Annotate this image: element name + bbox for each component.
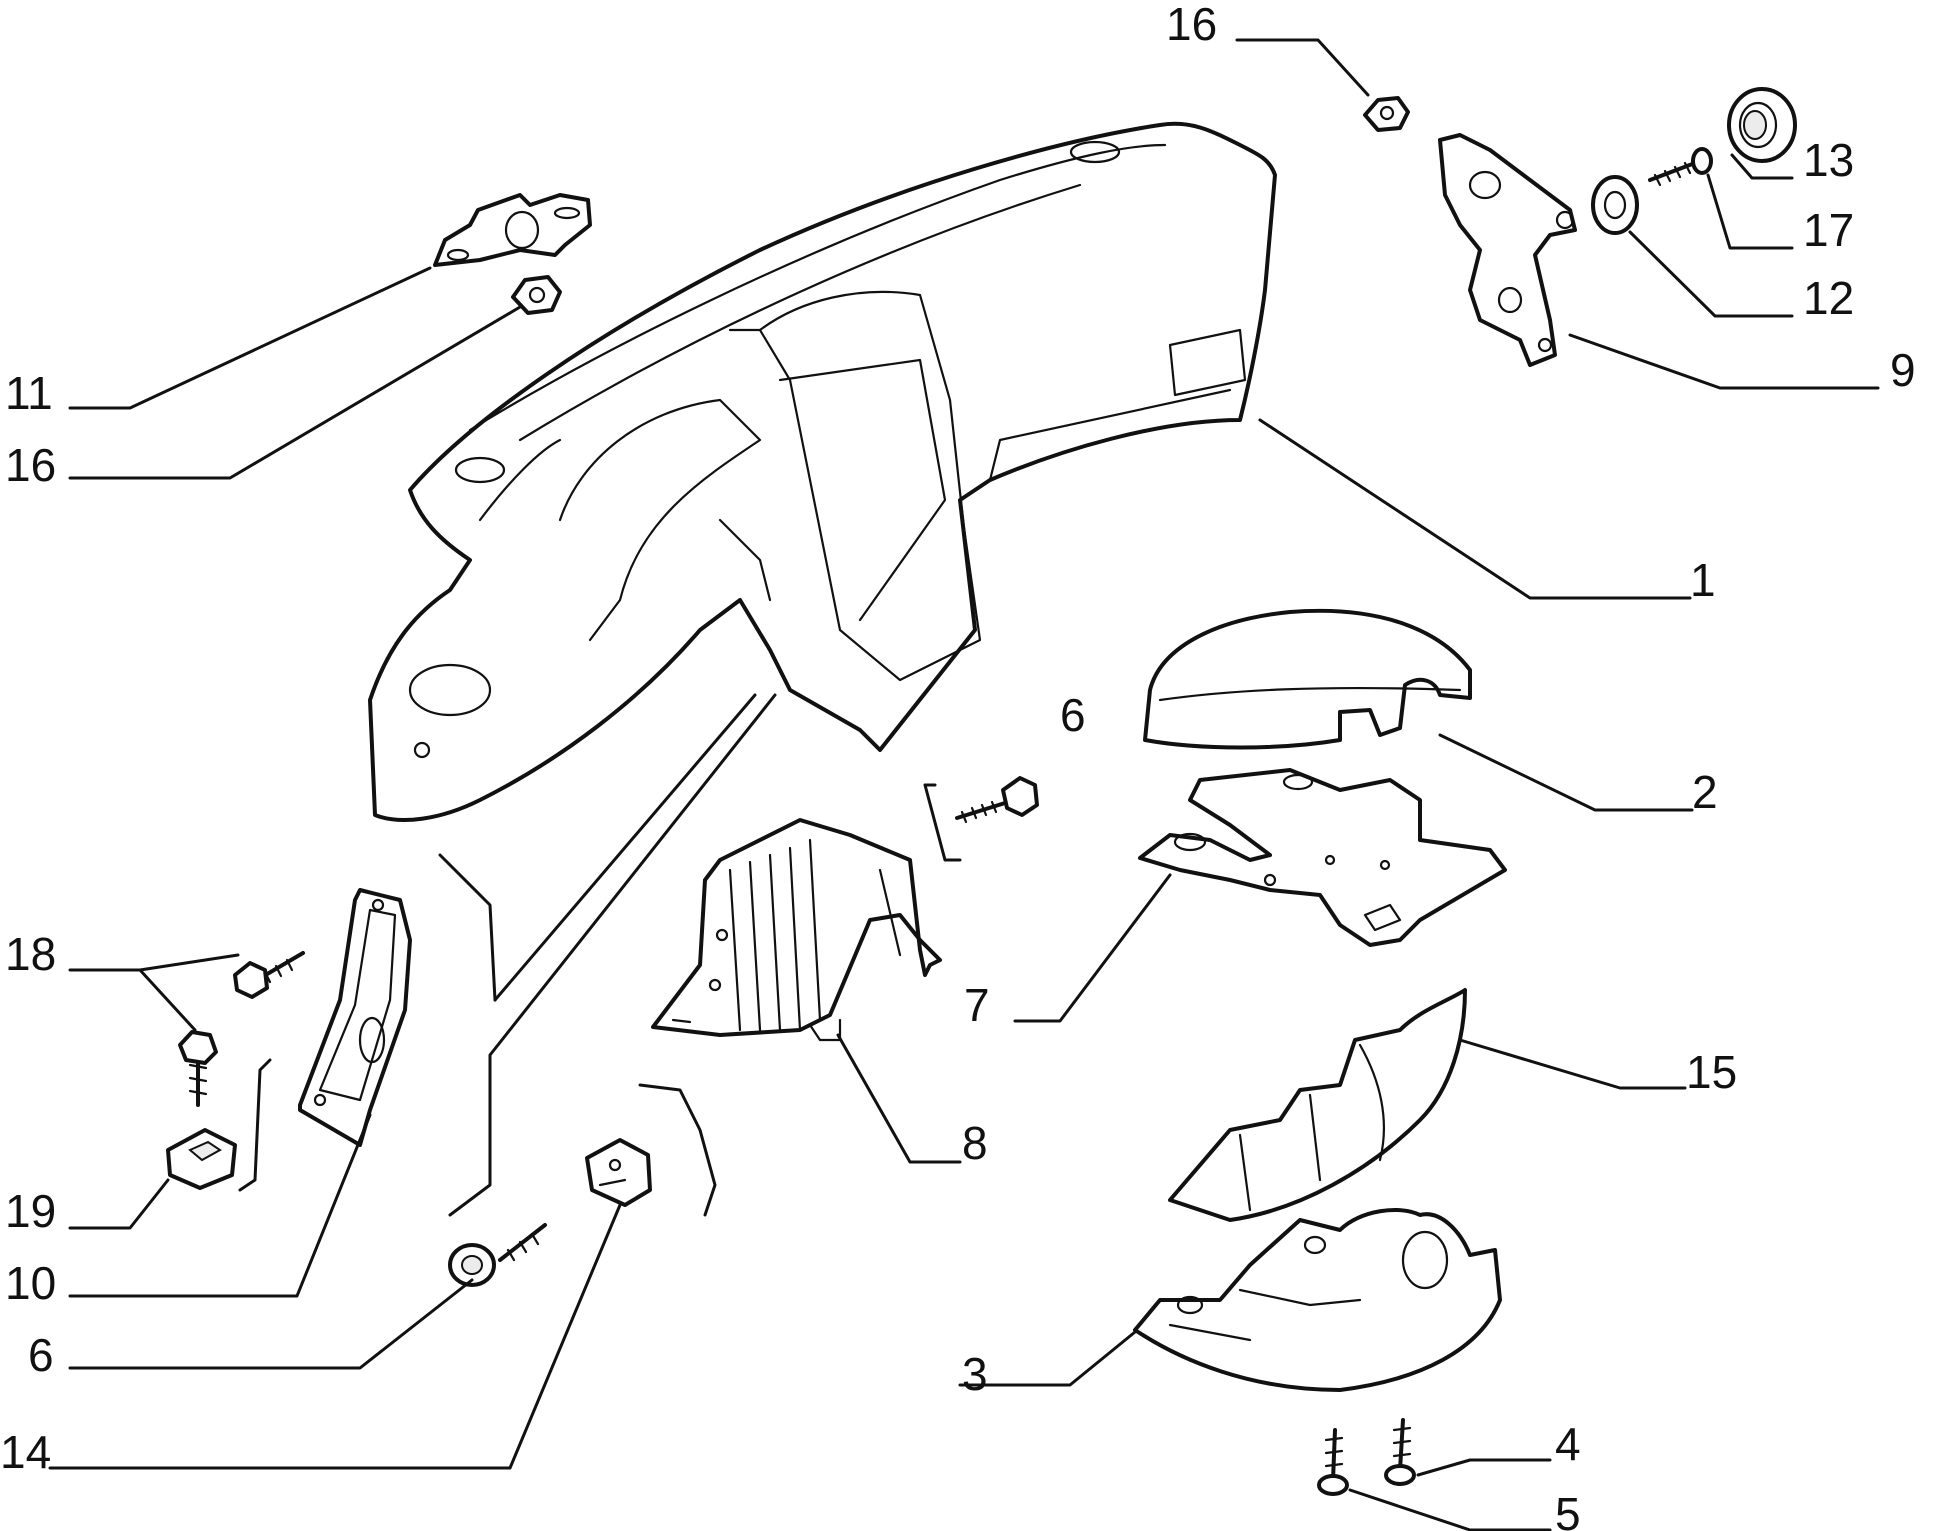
part-2-upper-cover	[1143, 608, 1472, 750]
nut-16-left	[511, 275, 562, 315]
part-8-air-duct	[651, 818, 942, 1042]
callout-16-left: 16	[5, 439, 56, 491]
callout-3: 3	[962, 1348, 988, 1400]
callout-7: 7	[964, 979, 990, 1031]
screw-4	[1384, 1418, 1416, 1486]
callout-8: 8	[962, 1117, 988, 1169]
callout-4: 4	[1555, 1418, 1581, 1470]
bolt-18-upper	[233, 951, 305, 999]
part-7-bracket-plate	[1138, 768, 1507, 947]
part-3-lower-cover	[1133, 1208, 1502, 1392]
part-9-right-bracket	[1438, 133, 1577, 367]
bolt-18-lower	[178, 1030, 218, 1107]
callout-19: 19	[5, 1185, 56, 1237]
assembly-lines	[238, 693, 962, 1217]
nut-16-top	[1363, 96, 1410, 132]
callout-2: 2	[1692, 766, 1718, 818]
part-10-side-bracket	[298, 888, 412, 1147]
callout-6-bottom: 6	[28, 1329, 54, 1381]
screw-5	[1317, 1428, 1349, 1496]
callout-16-top: 16	[1166, 0, 1217, 50]
washer-12	[1591, 175, 1639, 235]
callout-15: 15	[1686, 1046, 1737, 1098]
callout-9: 9	[1890, 344, 1916, 396]
washer-13	[1727, 87, 1797, 163]
callout-12: 12	[1803, 272, 1854, 324]
part-1-dashboard-panel	[368, 121, 1277, 822]
callout-10: 10	[5, 1257, 56, 1309]
callout-14: 14	[0, 1426, 51, 1478]
part-11-upper-bracket	[433, 193, 592, 267]
screw-17	[1648, 147, 1713, 187]
callout-11: 11	[5, 367, 53, 419]
part-15-side-trim	[1168, 988, 1467, 1222]
callout-5: 5	[1555, 1488, 1581, 1531]
callout-6-mid: 6	[1060, 689, 1086, 741]
bolt-6-mid	[955, 776, 1039, 824]
callout-1: 1	[1690, 554, 1716, 606]
clip-14	[585, 1138, 652, 1207]
clip-nut-19	[166, 1128, 237, 1190]
leader-lines	[48, 38, 1880, 1531]
callout-17: 17	[1803, 204, 1854, 256]
callout-13: 13	[1803, 134, 1854, 186]
bolt-6-bottom	[448, 1223, 547, 1287]
callout-18: 18	[5, 928, 56, 980]
